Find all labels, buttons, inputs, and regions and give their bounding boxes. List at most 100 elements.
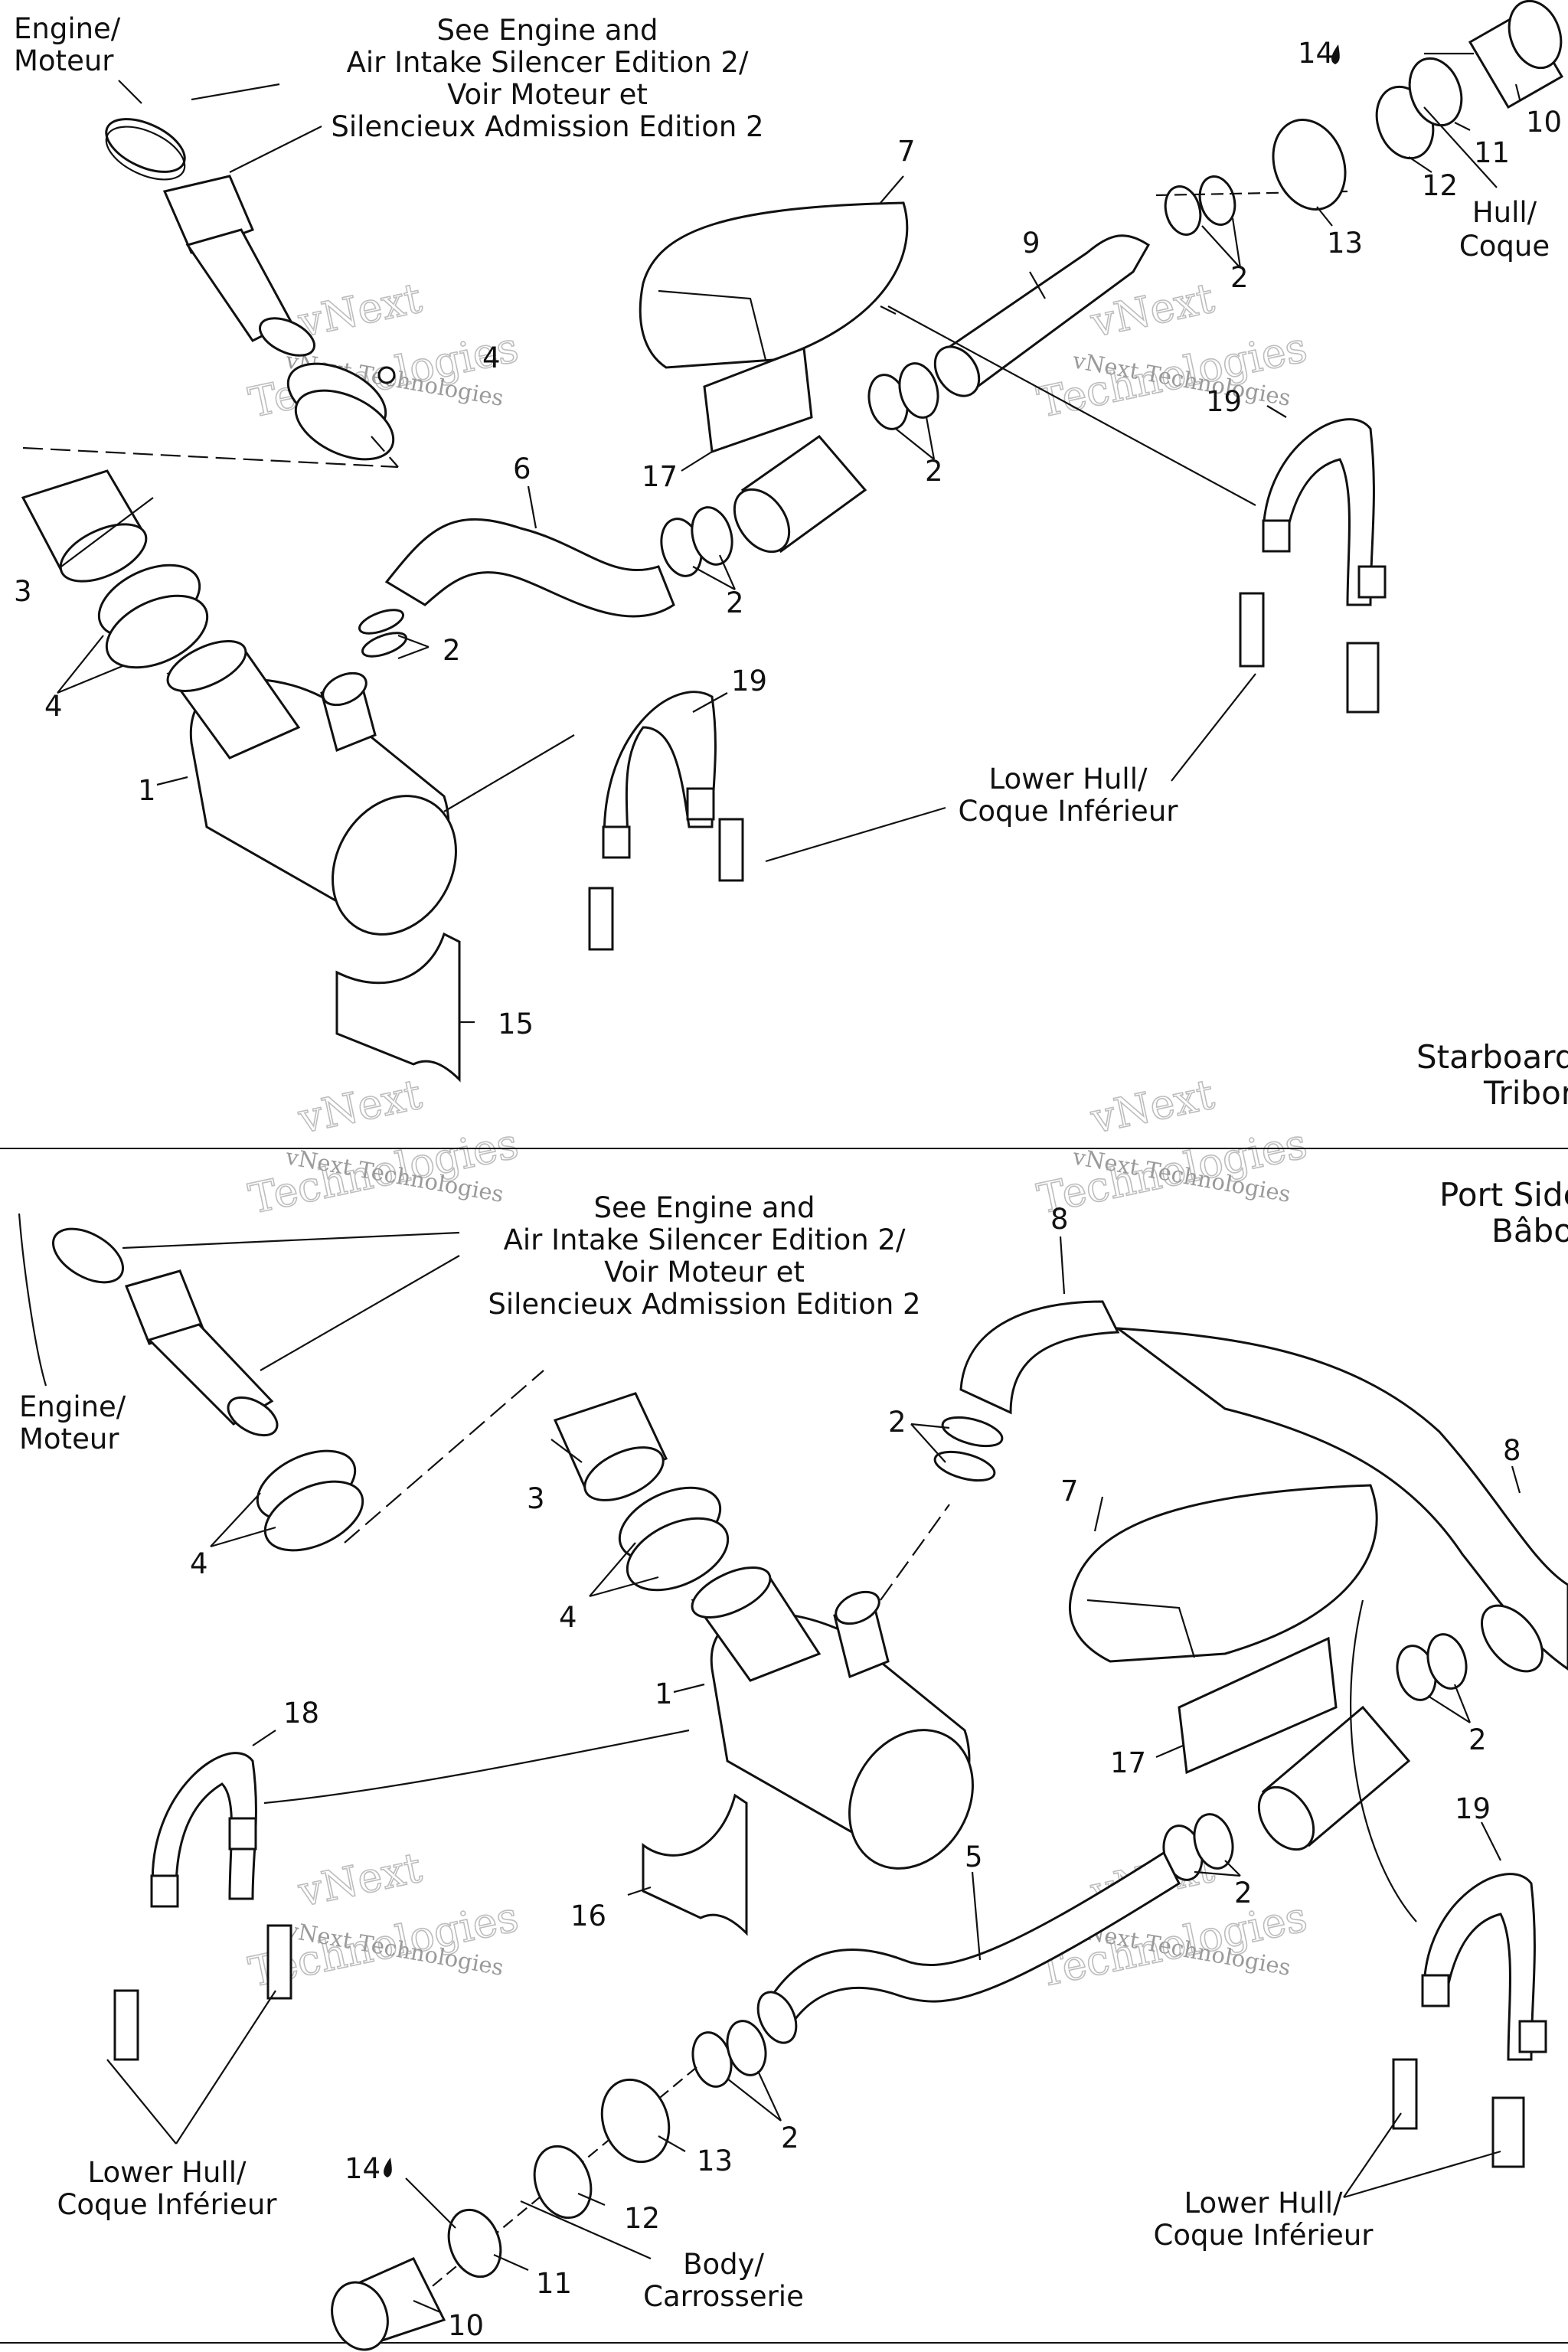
part-number-2-bottom-c: 2 [1234, 1877, 1253, 1909]
part-number-4-top-engine: 4 [482, 341, 501, 374]
leader-3-top [60, 497, 154, 567]
part-10-outlet-end-top [1508, 0, 1563, 70]
part-number-18: 18 [283, 1697, 319, 1730]
leader-13-top [1316, 206, 1333, 227]
part-9-pipe [939, 234, 1150, 393]
bracket-right [1239, 592, 1265, 668]
leader-4-bottom [589, 1542, 659, 1598]
engine-clamp [105, 118, 186, 173]
part-2-clamp-bottom-f [1193, 1813, 1234, 1870]
part-19-strap-right-buckle [1262, 519, 1291, 553]
lower-hull-bottom-left-2: Coque Inférieur [57, 2188, 277, 2221]
see-engine-bottom-3: Voir Moteur et [604, 1256, 805, 1289]
muffler-end-cap [332, 795, 457, 936]
part-3-sleeve-end-bottom [583, 1446, 665, 1501]
dashed-link-bottom-2 [880, 1504, 950, 1601]
part-number-19-bottom: 19 [1455, 1792, 1491, 1825]
part-number-4-bottom-engine: 4 [190, 1547, 208, 1580]
part-number-2-bottom-a: 2 [888, 1406, 906, 1439]
dashed-center-upper [1155, 190, 1348, 197]
part-10-outlet-end-bottom [331, 2281, 389, 2351]
leader-8-a [1059, 1236, 1066, 1295]
bracket-left [588, 887, 614, 951]
part-6-hose-top [384, 518, 675, 618]
see-engine-top-1: See Engine and [437, 14, 658, 47]
part-number-2-top-a: 2 [443, 634, 461, 667]
part-number-16: 16 [570, 1900, 606, 1932]
part-17-foam-block-bottom [1178, 1636, 1338, 1775]
part-2-clamp-h [1198, 175, 1236, 226]
part-number-13-bottom: 13 [697, 2145, 733, 2177]
part-9-pipe-end [933, 345, 981, 397]
part-number-17-top: 17 [642, 460, 678, 493]
starboard-label-2: Tribord [1483, 1074, 1568, 1112]
leader-lower-hull-left-bottom [106, 1990, 276, 2145]
part-19-strap-right-buckle-2 [1357, 565, 1387, 599]
engine-label-top-2: Moteur [14, 44, 114, 77]
leader-12-bottom [577, 2192, 606, 2207]
part-2-clamp-g [1164, 185, 1202, 236]
leader-lower-hull-left [765, 806, 946, 863]
see-engine-top-4: Silencieux Admission Edition 2 [331, 110, 763, 143]
engine-clamp-bottom [51, 1227, 125, 1284]
part-19-strap-bottom-buckle [1421, 1974, 1450, 2007]
lower-hull-bottom-right-1: Lower Hull/ [1184, 2187, 1343, 2220]
leader-2-bottom-b [1427, 1684, 1472, 1723]
part-4-clamp-b-top [105, 594, 209, 669]
part-7-resonator-edge [658, 289, 767, 361]
part-number-19-top-left: 19 [731, 665, 767, 697]
body-label-1: Body/ [683, 2248, 764, 2281]
leader-13-bottom [658, 2135, 686, 2152]
part-1-muffler-bottom [691, 1566, 974, 1870]
clamp-screw [377, 366, 396, 384]
drop-icon-top [1331, 44, 1340, 64]
part-number-11-bottom: 11 [536, 2267, 572, 2300]
port-side-label-2: Bâbord [1491, 1212, 1568, 1250]
leader-hull-top [1423, 106, 1498, 188]
part-18-strap-buckle [150, 1874, 179, 1908]
watermark-line1: vNext [294, 1070, 426, 1143]
leader-11-bottom [493, 2253, 529, 2272]
leader-10-top [1514, 83, 1521, 100]
leader-6-top [527, 485, 537, 529]
engine-outlet-end-bottom [227, 1396, 279, 1437]
part-2-clamp-f [898, 362, 939, 419]
leader-10-bottom [413, 2299, 441, 2314]
see-engine-top-2: Air Intake Silencer Edition 2/ [347, 46, 749, 79]
see-engine-bottom-2: Air Intake Silencer Edition 2/ [504, 1223, 906, 1256]
dashed-link-top-2 [371, 436, 399, 468]
starboard-section: Engine/ Moteur See Engine and Air Intake… [14, 0, 1568, 1112]
part-number-1-top: 1 [138, 774, 156, 807]
part-number-2-top-d: 2 [1230, 261, 1249, 294]
part-5-hose-end [756, 1991, 798, 2044]
bracket-bottom-left [266, 1924, 292, 2000]
leader-1-bottom [673, 1683, 705, 1694]
leader-2-bottom-d [727, 2070, 782, 2122]
part-8-hose-a [959, 1300, 1120, 1415]
part-number-9-top: 9 [1022, 227, 1040, 260]
part-number-2-top-b: 2 [726, 586, 744, 619]
part-number-2-bottom-d: 2 [781, 2122, 799, 2154]
part-number-14-bottom: 14 [345, 2152, 381, 2185]
part-16-support [642, 1793, 748, 1936]
leader-lower-hull-right-bottom [1343, 2112, 1501, 2199]
leader-2-pair-b [692, 554, 737, 590]
engine-label-bottom-1: Engine/ [19, 1390, 126, 1423]
part-19-strap-bottom [1423, 1873, 1536, 2061]
leader-engine-top [118, 80, 142, 104]
part-number-5: 5 [965, 1841, 983, 1873]
perforated-tube-end-bottom [1257, 1785, 1315, 1851]
part-18-strap-buckle-2 [228, 1817, 257, 1851]
leader-strap-to-resonator [887, 305, 1256, 506]
part-2-clamp-bottom-h [726, 2020, 767, 2076]
leader-2-bottom-c [1194, 1860, 1241, 1877]
part-11-ring-top [1408, 57, 1463, 127]
engine-label-bottom-2: Moteur [19, 1423, 119, 1455]
muffler-inlet-end-bottom [691, 1566, 772, 1619]
leader-5 [971, 1871, 982, 1961]
leader-2-pair-c [895, 416, 936, 460]
part-12-gasket-bottom [533, 2145, 593, 2220]
leader-19-left [692, 692, 728, 713]
leader-see-engine-2 [229, 126, 322, 173]
port-side-label-1: Port Side [1439, 1176, 1568, 1214]
